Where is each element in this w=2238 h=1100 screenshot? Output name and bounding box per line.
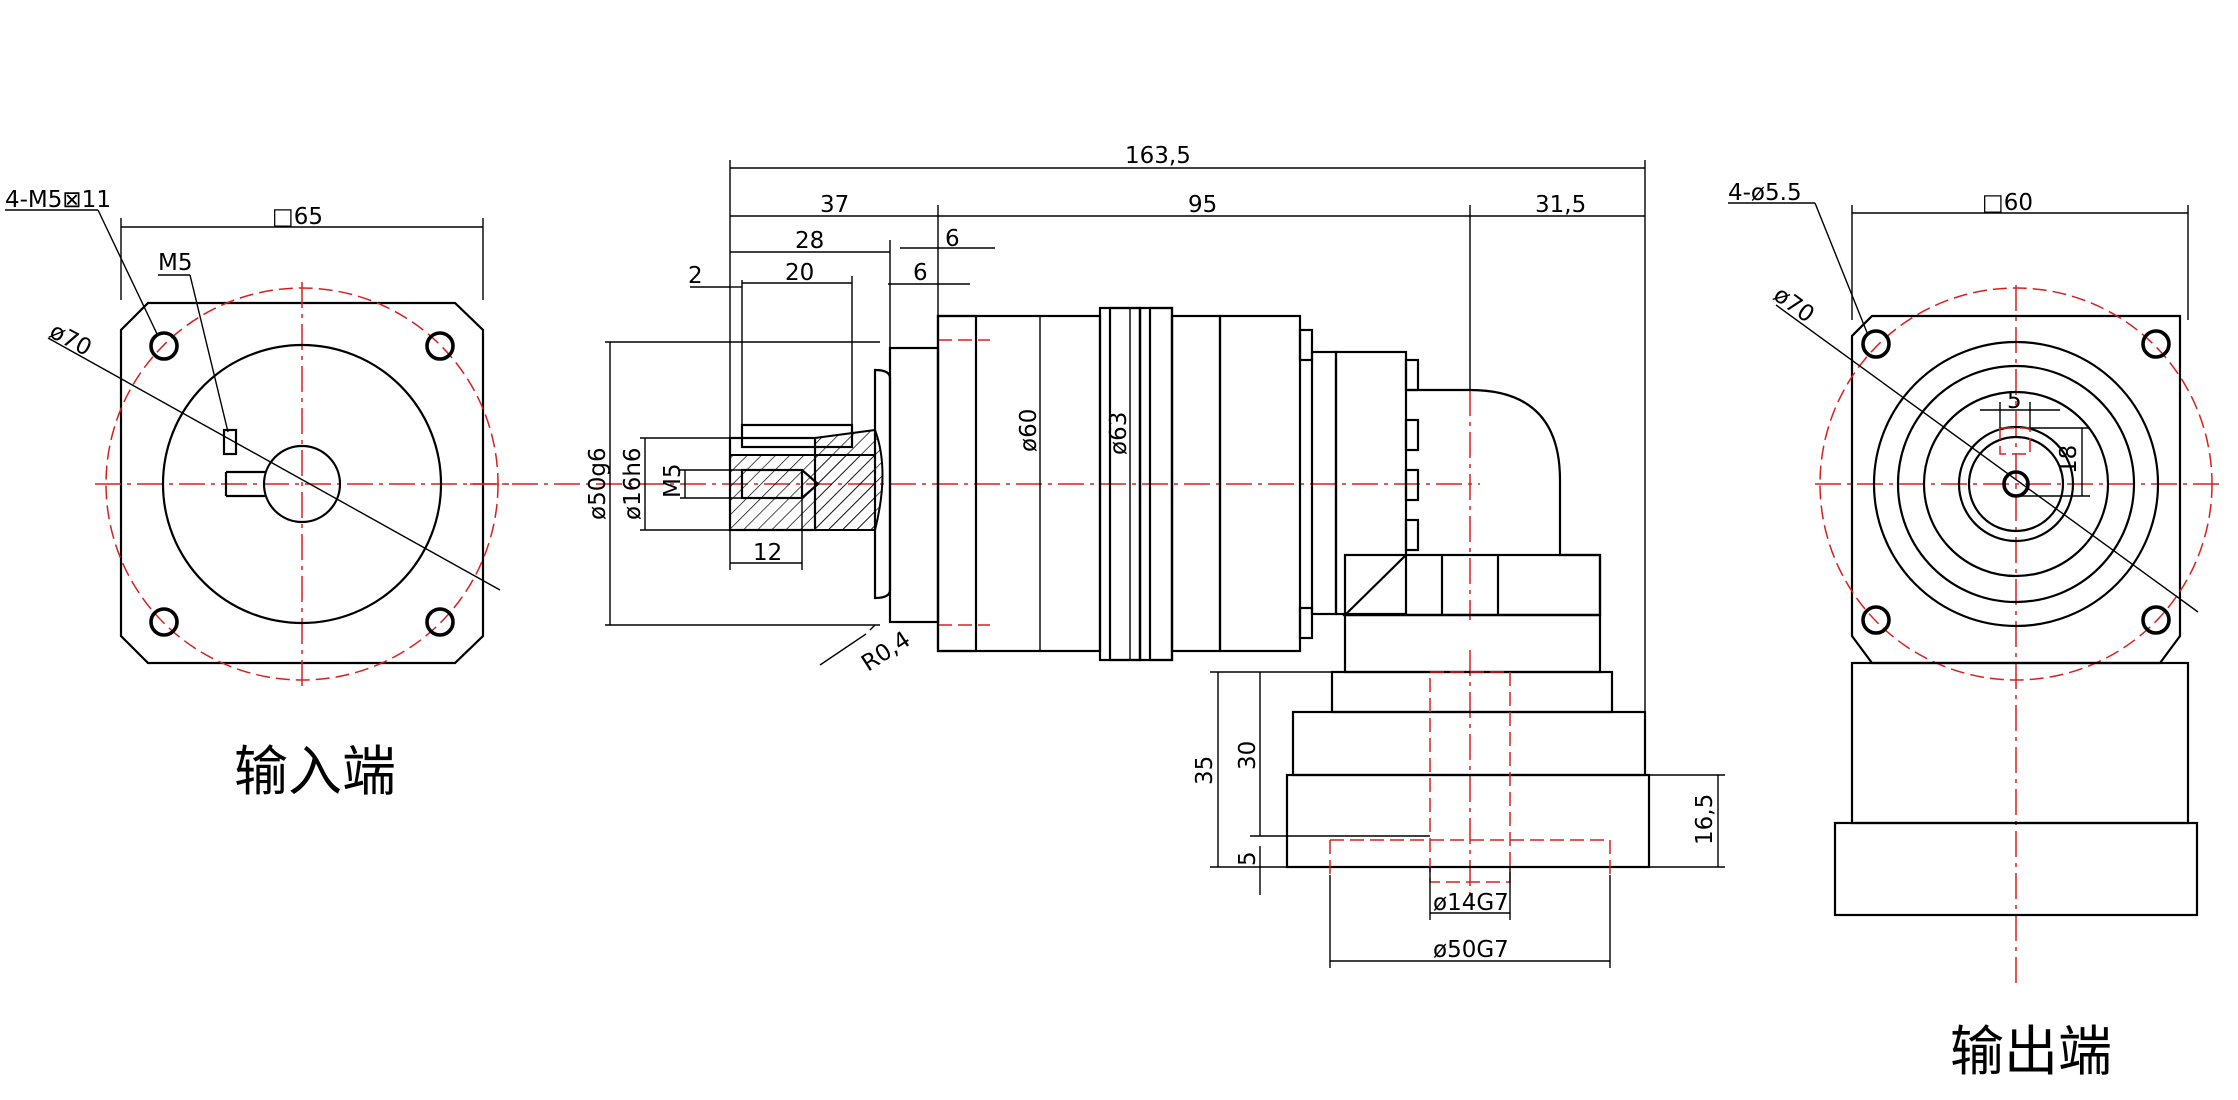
- dim-dia50g7: ø50G7: [1433, 937, 1509, 963]
- input-pcd-label: ø70: [45, 318, 95, 361]
- output-key-width: 5: [2007, 388, 2022, 414]
- dim-20: 20: [785, 260, 814, 286]
- input-holes-label: 4-M5⊠11: [5, 187, 111, 213]
- dim-35: 35: [1192, 756, 1218, 785]
- dim-31-5: 31,5: [1535, 192, 1586, 218]
- input-end-view: □65 4-M5⊠11 M5 ø70 输入端: [5, 187, 510, 803]
- output-end-caption: 输出端: [1950, 1020, 2112, 1083]
- output-pcd-label: ø70: [1768, 282, 1818, 329]
- dim-dia50g6: ø50g6: [585, 447, 611, 520]
- dim-dia60: ø60: [1016, 409, 1042, 452]
- dim-16-5: 16,5: [1692, 794, 1718, 845]
- dim-6a: 6: [945, 226, 960, 252]
- dim-dia63: ø63: [1106, 412, 1132, 455]
- dim-dia16h6: ø16h6: [620, 447, 646, 520]
- dim-30: 30: [1235, 741, 1261, 770]
- dim-37: 37: [820, 192, 849, 218]
- output-end-view: □60 4-ø5.5 ø70 5 18 输出端: [1728, 180, 2220, 1083]
- dim-5: 5: [1235, 851, 1261, 866]
- dim-2: 2: [688, 263, 703, 289]
- dim-163-5: 163,5: [1125, 143, 1191, 169]
- dim-m5: M5: [660, 464, 686, 498]
- dim-dia14g7: ø14G7: [1433, 890, 1509, 916]
- input-m5-label: M5: [158, 250, 192, 276]
- input-end-caption: 输入端: [234, 740, 396, 803]
- output-key-height: 18: [2056, 445, 2082, 474]
- dim-12: 12: [753, 540, 782, 566]
- output-holes-label: 4-ø5.5: [1728, 180, 1802, 206]
- output-square-label: □60: [1982, 190, 2033, 216]
- dim-28: 28: [795, 228, 824, 254]
- dim-6b: 6: [913, 260, 928, 286]
- dim-95: 95: [1188, 192, 1217, 218]
- side-view: 163,5 37 95 31,5 28 6 6 2 20 12 ø50g6 ø1…: [470, 143, 1725, 968]
- input-square-label: □65: [272, 204, 323, 230]
